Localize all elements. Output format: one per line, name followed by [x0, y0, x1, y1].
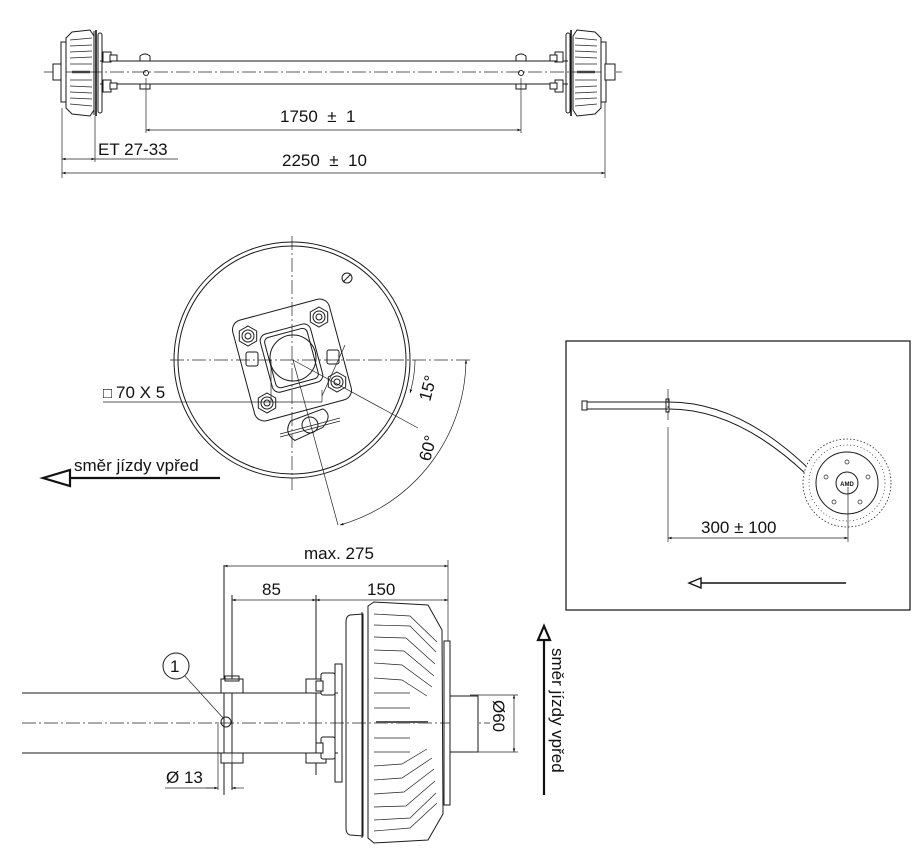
- tone-ring-hub: AMD: [802, 438, 892, 528]
- dim-max-275: max. 275: [304, 544, 374, 563]
- cable-lug: [279, 408, 341, 442]
- dim-square-tube: 70 X 5: [116, 383, 165, 402]
- dim-offset-et: ET 27-33: [98, 140, 168, 159]
- angle-15: 15°: [416, 373, 441, 403]
- inspection-screw: [341, 272, 353, 284]
- svg-text:1: 1: [170, 657, 179, 676]
- direction-label: směr jízdy vpřed: [74, 456, 199, 475]
- travel-direction-arrow-vertical: [536, 623, 552, 795]
- side-view-brake-plate: 15° 60° □ 70 X 5 směr jízdy vpřed: [39, 236, 470, 526]
- left-brake-drum: [52, 29, 118, 117]
- dim-spring-centers: 1750 ± 1: [280, 107, 356, 126]
- square-symbol: □: [103, 385, 112, 402]
- detail-direction-arrow: [687, 576, 702, 590]
- dim-spindle-60: Ø60: [489, 700, 508, 732]
- top-view-axle: 1750 ± 1 ET 27-33 2250 ± 10: [44, 29, 622, 178]
- brake-drum-side: [345, 601, 479, 844]
- right-brake-drum: [549, 29, 616, 117]
- travel-direction-arrow: [39, 468, 220, 488]
- dim-150: 150: [367, 580, 395, 599]
- detail-box-sensor-cable: AMD 300 ± 100: [565, 340, 911, 611]
- front-view-hub: max. 275 85 150 1 Ø 13 Ø60 směr jízdy vp…: [22, 544, 567, 844]
- left-spring-clamp: [139, 53, 151, 90]
- direction-label-vertical: směr jízdy vpřed: [548, 648, 567, 773]
- hub-logo: AMD: [840, 482, 854, 488]
- flange-bolts: [305, 595, 343, 783]
- dim-hole-13: Ø 13: [166, 768, 203, 787]
- callout-1: 1: [162, 652, 225, 720]
- dim-overall-width: 2250 ± 10: [282, 151, 367, 170]
- dim-85: 85: [262, 580, 281, 599]
- dim-cable-length: 300 ± 100: [701, 518, 777, 537]
- axle-tube-section: [269, 334, 317, 382]
- angle-60: 60°: [416, 433, 441, 463]
